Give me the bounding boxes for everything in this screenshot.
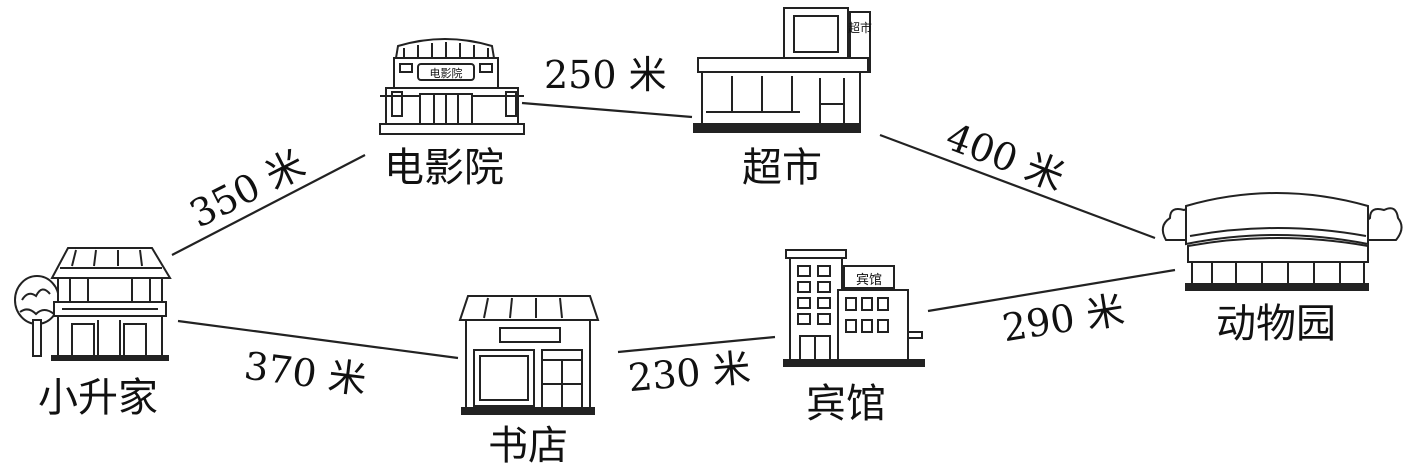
route-home-cinema [171, 154, 366, 256]
hotel-sign: 宾馆 [856, 272, 882, 288]
cinema-sign: 电影院 [430, 66, 463, 80]
route-lines [171, 101, 1176, 360]
place-label-home: 小升家 [38, 375, 158, 421]
home-icon [14, 247, 172, 361]
place-label-hotel: 宾馆 [806, 381, 886, 427]
hotel-icon [783, 249, 925, 367]
place-label-bookstore: 书店 [488, 423, 568, 469]
bookstore-icon [458, 295, 600, 415]
route-home-bookstore [177, 319, 459, 360]
place-label-cinema: 电影院 [384, 145, 504, 191]
route-hotel-zoo [927, 268, 1176, 313]
zoo-icon [1161, 192, 1403, 291]
distance-bookstore-hotel: 230 米 [626, 345, 753, 401]
supermarket-icon [693, 7, 871, 133]
place-label-supermarket: 超市 [742, 145, 822, 191]
route-bookstore-hotel [617, 335, 776, 354]
route-supermarket-zoo [879, 133, 1156, 240]
cinema-icon [379, 38, 525, 135]
distance-cinema-supermarket: 250 米 [544, 53, 667, 97]
place-label-zoo: 动物园 [1216, 301, 1336, 347]
supermarket-sign: 超市 [848, 20, 872, 35]
route-cinema-supermarket [521, 101, 693, 119]
